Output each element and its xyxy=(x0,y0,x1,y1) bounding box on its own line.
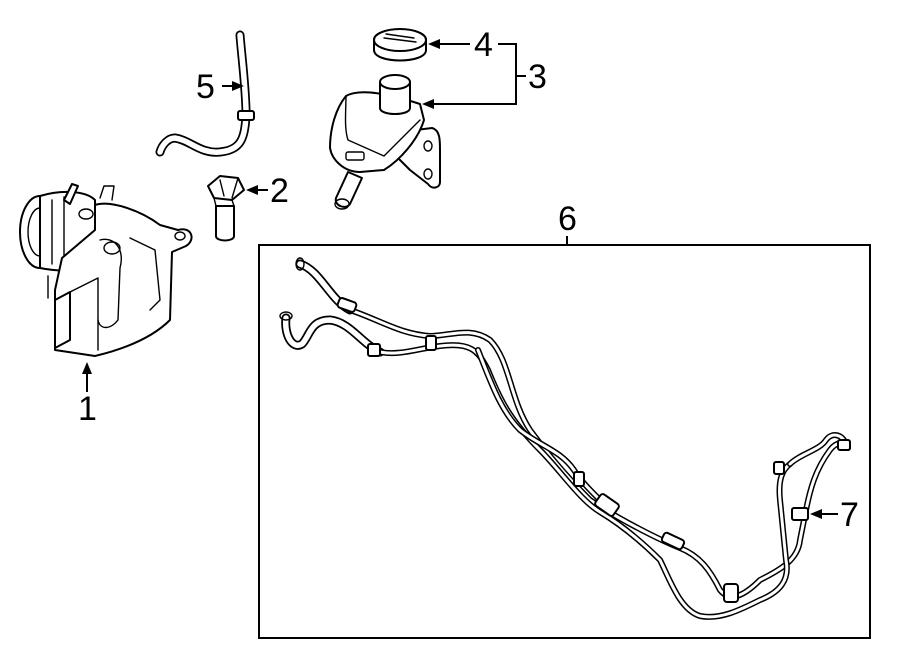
callout-2: 2 xyxy=(270,172,289,210)
hose xyxy=(155,30,255,157)
callout-5: 5 xyxy=(196,68,215,106)
pressure-return-lines xyxy=(279,257,851,620)
callout-1: 1 xyxy=(78,390,97,428)
bolt xyxy=(207,175,268,242)
reservoir-cap xyxy=(373,28,470,62)
fluid-reservoir xyxy=(329,43,526,210)
callout-3: 3 xyxy=(528,58,547,96)
power-steering-pump xyxy=(19,183,193,392)
callout-6: 6 xyxy=(558,200,577,238)
callout-4: 4 xyxy=(474,26,493,64)
callout-7-arrow xyxy=(810,509,822,519)
callout-7: 7 xyxy=(840,496,859,534)
